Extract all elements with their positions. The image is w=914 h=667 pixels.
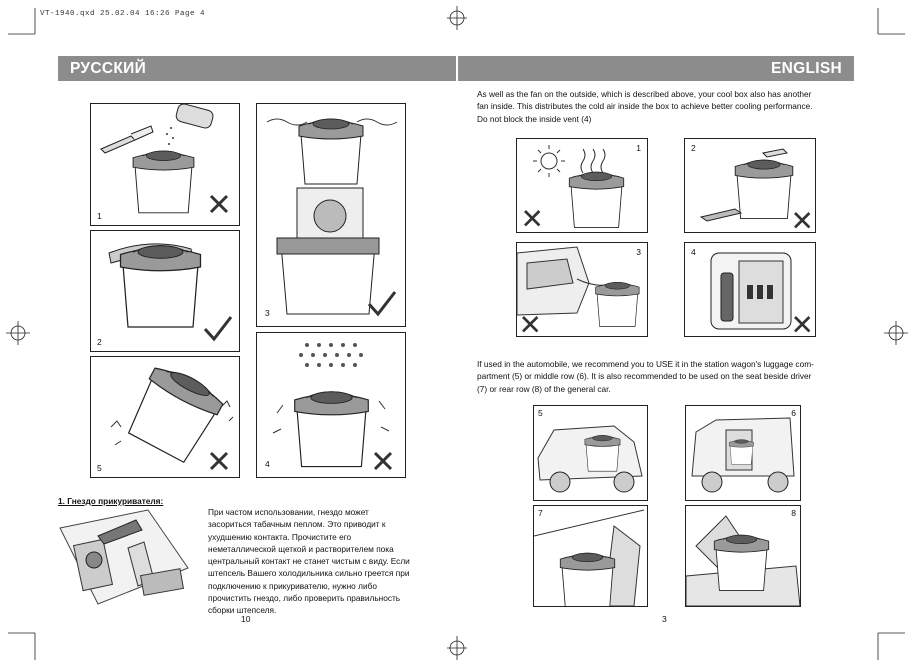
text-line: As well as the fan on the outside, which…: [477, 89, 812, 99]
figure-right-3: 3: [516, 242, 648, 337]
section-title-cigarette-lighter: 1. Гнездо прикуривателя:: [58, 496, 164, 506]
text-line: Do not block the inside vent (4): [477, 113, 592, 124]
figure-number: 2: [691, 143, 696, 153]
figure-left-4: 4: [256, 332, 406, 478]
text-line: засориться табачным пеплом. Это приводит…: [208, 519, 386, 530]
figure-left-5: 5: [90, 356, 240, 478]
page-number-left: 10: [241, 614, 251, 624]
figure-number: 2: [97, 337, 102, 347]
figure-number: 5: [97, 463, 102, 473]
text-line: If used in the automobile, we recommend …: [477, 359, 814, 369]
figure-number: 8: [791, 508, 796, 518]
text-line: partment (5) or middle row (6). It is al…: [477, 371, 812, 382]
page-number-right: 3: [662, 614, 667, 624]
text-line: штепсель Вашего холодильника сильно грее…: [208, 568, 410, 579]
text-line: неметаллической щеткой и растворителем п…: [208, 543, 394, 554]
text-line: ухудшению контакта. Прочистите его: [208, 531, 352, 542]
english-auto-paragraph: If used in the automobile, we recommend …: [477, 358, 863, 395]
figure-right-8: 8: [685, 505, 801, 607]
cigarette-lighter-illustration: [59, 509, 189, 605]
figure-number: 4: [265, 459, 270, 469]
figure-number: 4: [691, 247, 696, 257]
language-header-english: ENGLISH: [771, 60, 842, 77]
header-band-right: [458, 56, 854, 81]
figure-right-4: 4: [684, 242, 816, 337]
text-line: подключению к прикуривателю, нужно либо: [208, 580, 377, 591]
english-intro-paragraph: As well as the fan on the outside, which…: [477, 88, 857, 125]
text-line: центральный контакт не станет чистым с в…: [208, 556, 410, 567]
text-line: прочистить гнездо, либо проверить правил…: [208, 593, 401, 604]
text-line: fan inside. This distributes the cold ai…: [477, 101, 813, 112]
figure-number: 3: [636, 247, 641, 257]
print-slug: VT-1940.qxd 25.02.04 16:26 Page 4: [40, 10, 206, 18]
figure-right-1: 1: [516, 138, 648, 233]
text-line: При частом использовании, гнездо может: [208, 507, 369, 517]
figure-number: 1: [97, 211, 102, 221]
language-header-russian: РУССКИЙ: [70, 60, 147, 77]
figure-number: 3: [265, 308, 270, 318]
russian-paragraph: При частом использовании, гнездо может з…: [208, 506, 444, 617]
figure-number: 5: [538, 408, 543, 418]
figure-number: 6: [791, 408, 796, 418]
header-band-left: [58, 56, 456, 81]
text-line: сборки штепселя.: [208, 605, 277, 616]
text-line: (7) or rear row (8) of the general car.: [477, 383, 611, 394]
figure-number: 1: [636, 143, 641, 153]
figure-left-1: 1: [90, 103, 240, 226]
figure-right-7: 7: [533, 505, 648, 607]
figure-left-3: 3: [256, 103, 406, 327]
figure-number: 7: [538, 508, 543, 518]
figure-left-2: 2: [90, 230, 240, 352]
figure-right-2: 2: [684, 138, 816, 233]
figure-right-5: 5: [533, 405, 648, 501]
figure-right-6: 6: [685, 405, 801, 501]
